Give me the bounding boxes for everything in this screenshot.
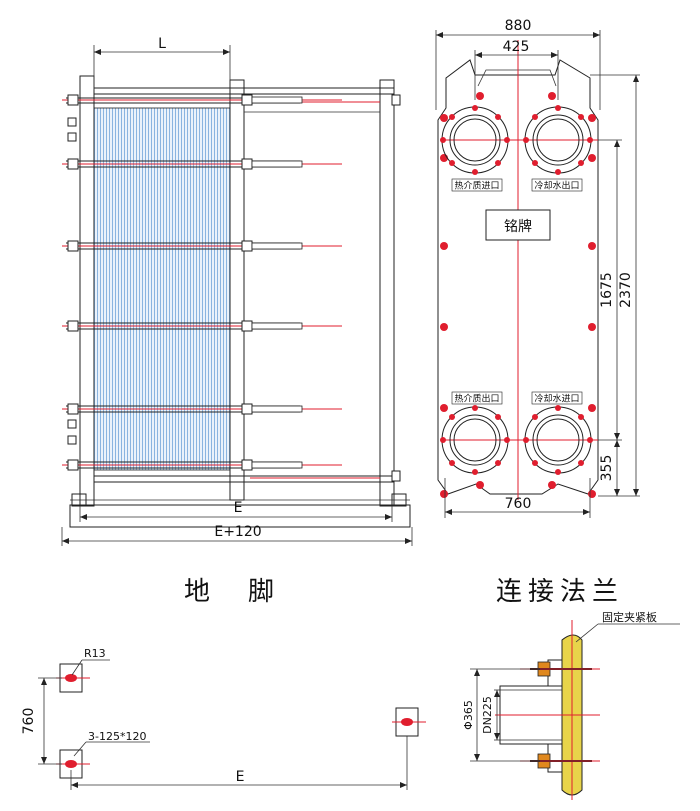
label-cooling-inlet: 冷却水进口 (534, 393, 579, 405)
port-bottom-left (440, 405, 510, 475)
foot-dim-E: E (236, 769, 245, 785)
nameplate (485, 209, 551, 241)
label-holes: 3-125*120 (88, 730, 146, 743)
dim-E120: E+120 (214, 524, 261, 540)
dim-dn225: DN225 (481, 696, 494, 734)
label-cooling-outlet: 冷却水出口 (534, 180, 579, 192)
label-clamp-plate: 固定夹紧板 (602, 610, 657, 624)
dim-2370: 2370 (618, 272, 634, 308)
base-frame (69, 504, 411, 528)
port-top-left (440, 105, 510, 175)
dim-355: 355 (599, 455, 615, 482)
dim-760: 760 (505, 496, 532, 512)
foot-title: 地 脚 (184, 577, 280, 607)
label-hot-inlet: 热介质进口 (454, 180, 499, 192)
side-view: 热介质进口 冷却水出口 热介质出口 冷却水进口 铭牌 880 425 760 (435, 18, 640, 518)
flange-title: 连接法兰 (496, 577, 624, 607)
dim-425: 425 (503, 39, 530, 55)
label-r13: R13 (84, 647, 106, 660)
label-hot-outlet: 热介质出口 (454, 393, 499, 405)
port-top-right (523, 105, 593, 175)
port-bottom-right (523, 405, 593, 475)
dim-1675: 1675 (599, 272, 615, 308)
dim-L: L (158, 36, 166, 52)
foot-dim-760: 760 (21, 708, 37, 735)
flange-section: 连接法兰 固定夹紧板 Φ365 (462, 577, 680, 800)
plate-pack (93, 107, 231, 471)
dim-E: E (234, 500, 243, 516)
front-view: L E E+120 (61, 36, 413, 546)
top-guide-bar (93, 87, 395, 95)
dim-880: 880 (505, 18, 532, 34)
tie-bars (62, 94, 401, 482)
pressure-plate (229, 79, 245, 501)
fixed-plate (79, 75, 95, 507)
dim-phi365: Φ365 (462, 700, 475, 730)
nameplate-text: 铭牌 (504, 218, 532, 235)
foot-section: 地 脚 R13 3-125*120 760 E (21, 577, 426, 790)
support-column (379, 79, 395, 507)
